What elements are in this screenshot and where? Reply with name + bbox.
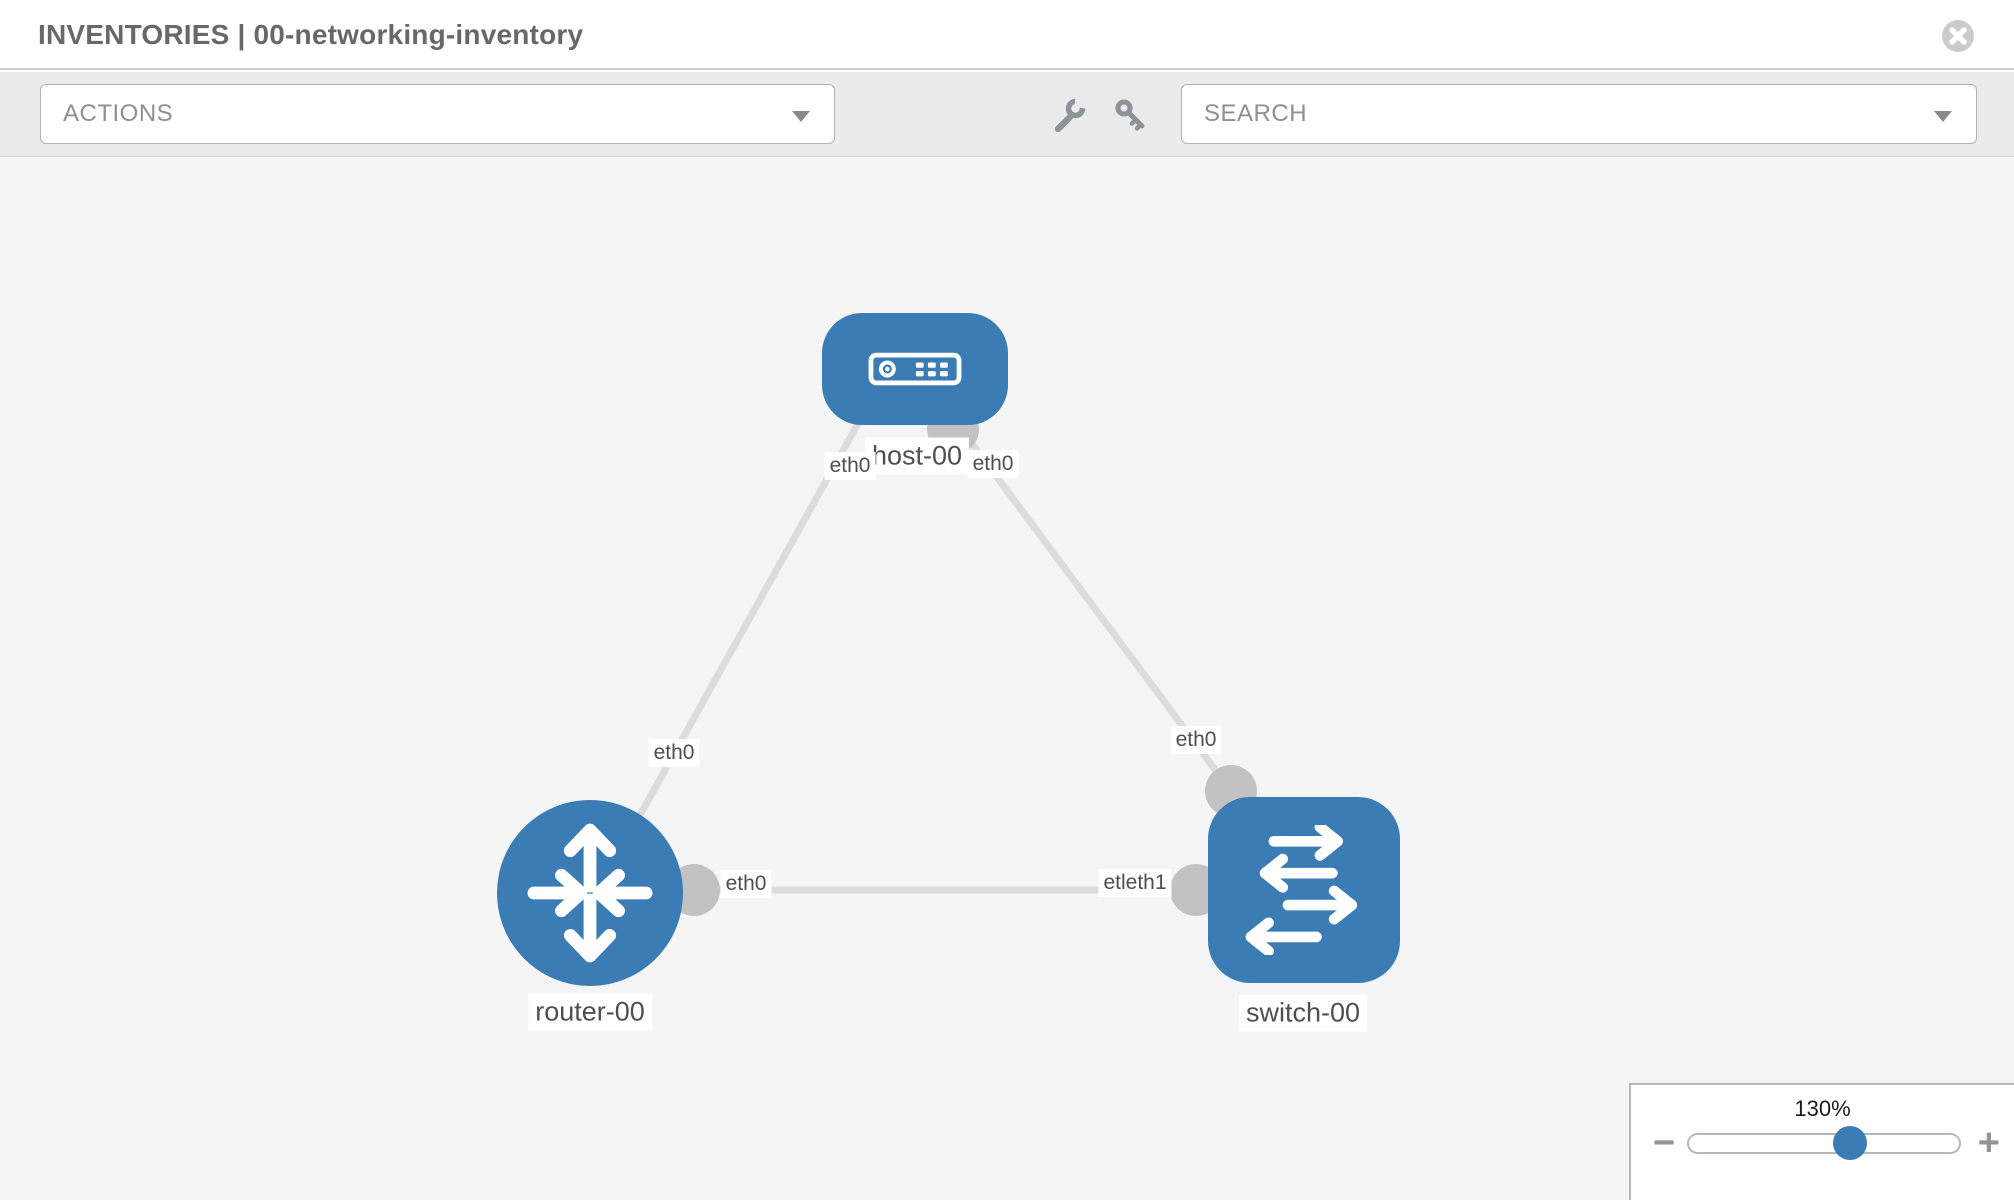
page-title: INVENTORIES | 00-networking-inventory xyxy=(38,19,584,50)
node-label-router: router-00 xyxy=(528,993,652,1031)
configure-button[interactable] xyxy=(1052,94,1090,133)
close-button[interactable] xyxy=(1941,19,1975,53)
interface-label: etleth1 xyxy=(1098,869,1172,897)
interface-label: eth0 xyxy=(1170,726,1222,754)
chevron-down-icon xyxy=(792,111,810,122)
interface-label: eth0 xyxy=(824,452,876,480)
zoom-out-button[interactable]: − xyxy=(1653,1122,1676,1164)
search-dropdown[interactable]: SEARCH xyxy=(1181,84,1977,144)
zoom-slider-track[interactable] xyxy=(1687,1126,1961,1160)
node-switch[interactable] xyxy=(1208,797,1400,983)
zoom-slider-thumb[interactable] xyxy=(1833,1126,1867,1160)
chevron-down-icon xyxy=(1934,111,1952,122)
toolbar: ACTIONS SEARCH xyxy=(0,72,2014,157)
header: INVENTORIES | 00-networking-inventory xyxy=(0,0,2014,70)
host-icon xyxy=(868,352,962,386)
zoom-panel: 130% − + xyxy=(1629,1083,2014,1200)
zoom-level-value: 130% xyxy=(1794,1096,1851,1121)
switch-icon xyxy=(1245,825,1358,955)
interface-label: eth0 xyxy=(720,870,772,898)
interface-label: eth0 xyxy=(967,450,1019,478)
close-icon xyxy=(1942,20,1974,52)
zoom-in-button[interactable]: + xyxy=(1977,1122,2000,1164)
credentials-button[interactable] xyxy=(1114,98,1148,132)
wrench-icon xyxy=(1054,94,1090,133)
search-input: SEARCH xyxy=(1204,100,1308,127)
node-label-switch: switch-00 xyxy=(1238,994,1368,1032)
router-icon xyxy=(527,823,653,963)
topology-canvas[interactable] xyxy=(0,158,2014,1200)
node-host[interactable] xyxy=(822,313,1008,425)
node-router[interactable] xyxy=(497,800,683,986)
interface-label: eth0 xyxy=(648,739,700,767)
key-icon xyxy=(1115,99,1145,131)
actions-dropdown-label: ACTIONS xyxy=(63,100,174,127)
actions-dropdown[interactable]: ACTIONS xyxy=(40,84,835,144)
node-label-host: host-00 xyxy=(864,437,970,475)
